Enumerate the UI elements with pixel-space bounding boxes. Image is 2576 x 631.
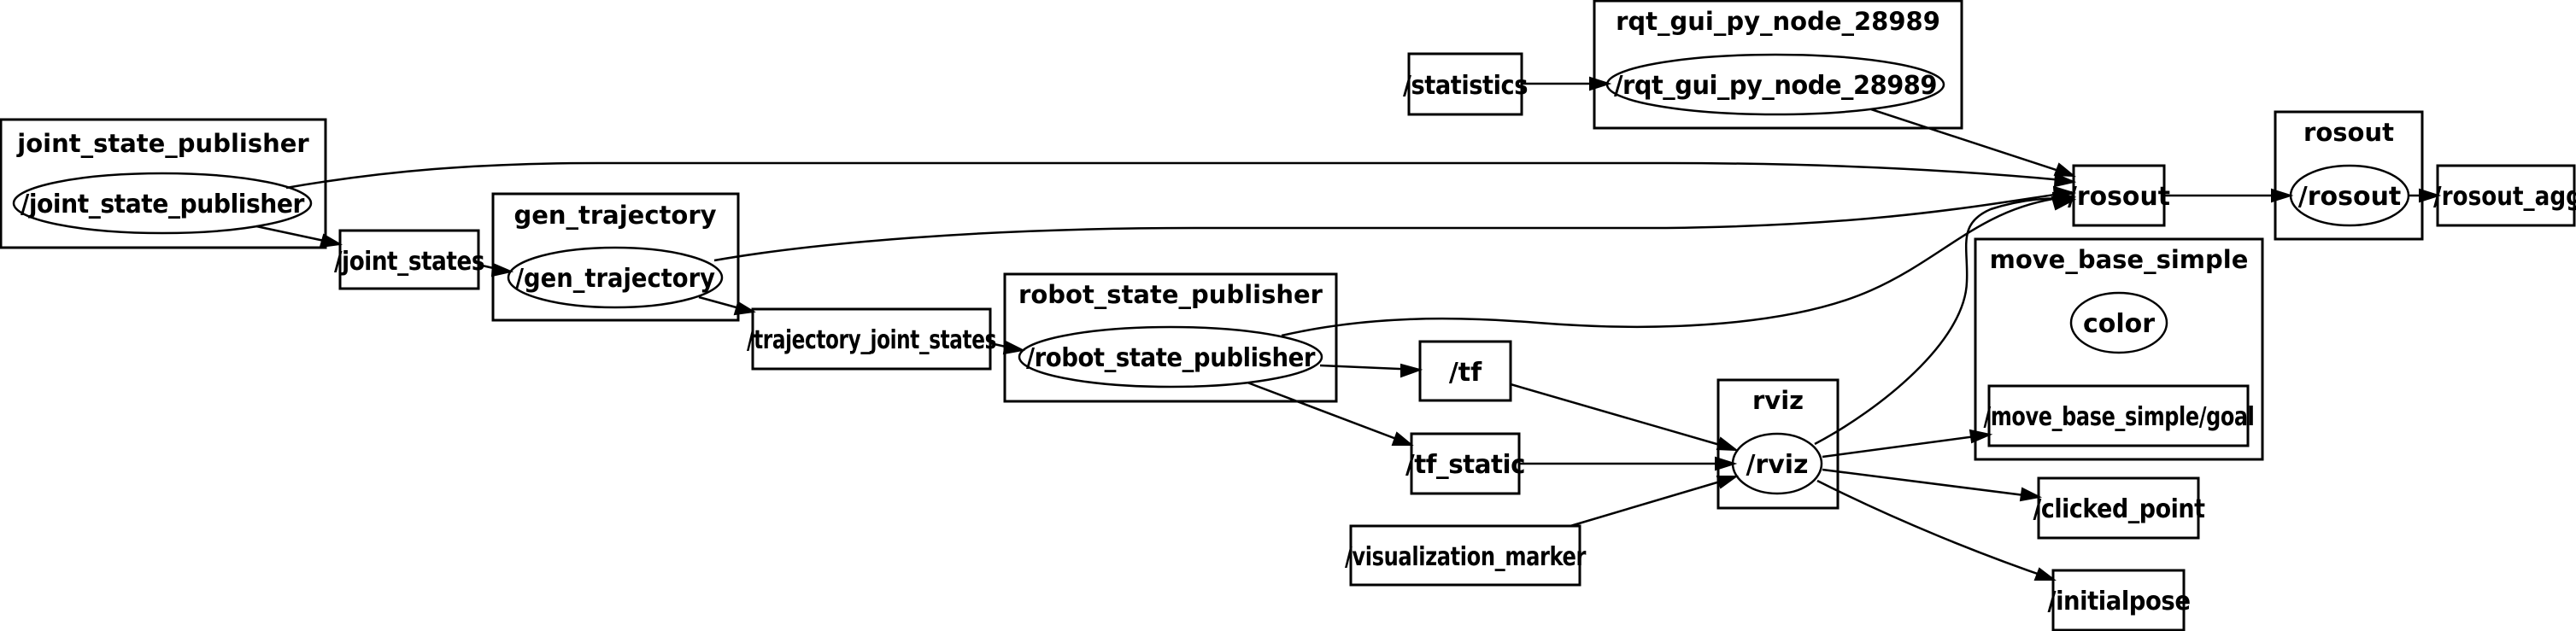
topic-label: /statistics: [1403, 71, 1528, 101]
cluster-rosout: rosout: [2274, 110, 2424, 241]
cluster-label: gen_trajectory: [513, 201, 716, 230]
edge-joint-state-publisher-to-rosout[interactable]: [285, 161, 2073, 190]
edge-robot-state-publisher-to-tf-static[interactable]: [1247, 381, 1411, 446]
node-label: /joint_state_publisher: [21, 190, 305, 219]
cluster-label: robot_state_publisher: [1018, 280, 1323, 309]
edge-rviz-to-clicked-point[interactable]: [1822, 468, 2039, 499]
node-label: /rviz: [1746, 450, 1808, 480]
topic-label: /trajectory_joint_states: [747, 325, 996, 355]
edge-rviz-to-move-base-simple-goal[interactable]: [1822, 433, 1989, 459]
node-label: /robot_state_publisher: [1026, 343, 1316, 373]
node-robot-state-publisher[interactable]: /robot_state_publisher: [1018, 325, 1323, 389]
arrowhead: [1391, 431, 1414, 446]
topic-rosout-agg[interactable]: /rosout_agg: [2433, 164, 2576, 227]
topic-label: /tf_static: [1405, 450, 1525, 480]
arrowhead: [1715, 456, 1738, 471]
arrowhead: [1969, 429, 1993, 444]
topic-initialpose[interactable]: /initialpose: [2048, 569, 2191, 631]
topic-rosout[interactable]: /rosout: [2068, 164, 2170, 227]
topic-statistics[interactable]: /statistics: [1403, 52, 1529, 116]
arrowhead: [1716, 436, 1740, 452]
topic-label: /visualization_marker: [1345, 542, 1587, 572]
arrowhead: [1400, 363, 1423, 378]
arrowhead: [2419, 188, 2442, 203]
node-label: /gen_trajectory: [515, 264, 715, 294]
edge-rviz-to-initialpose[interactable]: [1816, 479, 2053, 581]
topic-clicked-point[interactable]: /clicked_point: [2033, 476, 2205, 540]
cluster-move-base-simple: move_base_simple: [1974, 237, 2264, 461]
node-gen-trajectory[interactable]: /gen_trajectory: [507, 246, 724, 309]
edge-robot-state-publisher-to-rosout[interactable]: [1281, 195, 2073, 337]
topic-label: /clicked_point: [2033, 494, 2205, 524]
topic-label: /joint_states: [334, 247, 484, 277]
topic-label: /tf: [1449, 358, 1482, 388]
edge-rqt-gui-to-rosout[interactable]: [1870, 108, 2073, 177]
arrowhead: [2053, 162, 2076, 178]
topic-tf[interactable]: /tf: [1418, 340, 1512, 402]
topic-trajectory-joint-states[interactable]: /trajectory_joint_states: [747, 307, 997, 371]
topic-label: /rosout_agg: [2433, 182, 2576, 212]
arrowhead: [1716, 476, 1740, 489]
arrowhead: [2053, 172, 2077, 188]
edge-rviz-to-rosout[interactable]: [1814, 196, 2073, 446]
node-color[interactable]: color: [2069, 291, 2168, 354]
topic-tf-static[interactable]: /tf_static: [1405, 432, 1526, 495]
arrowhead: [1002, 340, 1026, 355]
node-joint-state-publisher[interactable]: /joint_state_publisher: [12, 172, 313, 235]
topic-label: /move_base_simple/goal: [1984, 402, 2255, 432]
arrowhead: [2051, 196, 2077, 211]
cluster-rqt-gui: rqt_gui_py_node_28989: [1593, 0, 1963, 130]
node-rviz[interactable]: /rviz: [1731, 432, 1823, 495]
topic-visualization-marker[interactable]: /visualization_marker: [1345, 524, 1587, 587]
edge-gen-trajectory-to-rosout[interactable]: [713, 190, 2073, 262]
cluster-label: rviz: [1752, 386, 1804, 415]
arrowhead: [2033, 567, 2057, 581]
topic-label: /rosout: [2068, 182, 2170, 212]
edge-visualization-marker-to-rviz[interactable]: [1570, 476, 1735, 528]
cluster-gen-trajectory: gen_trajectory: [491, 192, 740, 322]
arrowhead: [1589, 76, 1612, 91]
cluster-rviz: rviz: [1716, 378, 1840, 510]
node-rosout[interactable]: /rosout: [2289, 164, 2410, 227]
edge-tf-to-rviz[interactable]: [1510, 383, 1735, 451]
topic-joint-states[interactable]: /joint_states: [334, 229, 485, 290]
cluster-robot-state-publisher: robot_state_publisher: [1003, 272, 1338, 403]
node-label: color: [2083, 309, 2155, 339]
cluster-label: joint_state_publisher: [16, 129, 309, 158]
cluster-label: rqt_gui_py_node_28989: [1616, 7, 1940, 36]
cluster-joint-state-publisher: joint_state_publisher: [0, 118, 327, 249]
topic-move-base-simple-goal[interactable]: /move_base_simple/goal: [1984, 384, 2255, 447]
node-label: /rqt_gui_py_node_28989: [1614, 71, 1937, 101]
cluster-label: rosout: [2303, 118, 2394, 147]
cluster-label: move_base_simple: [1990, 245, 2249, 274]
arrowhead: [2019, 487, 2043, 502]
arrowhead: [319, 233, 343, 248]
topic-label: /initialpose: [2048, 587, 2191, 616]
node-rqt-gui[interactable]: /rqt_gui_py_node_28989: [1605, 53, 1945, 116]
node-label: /rosout: [2298, 182, 2402, 212]
